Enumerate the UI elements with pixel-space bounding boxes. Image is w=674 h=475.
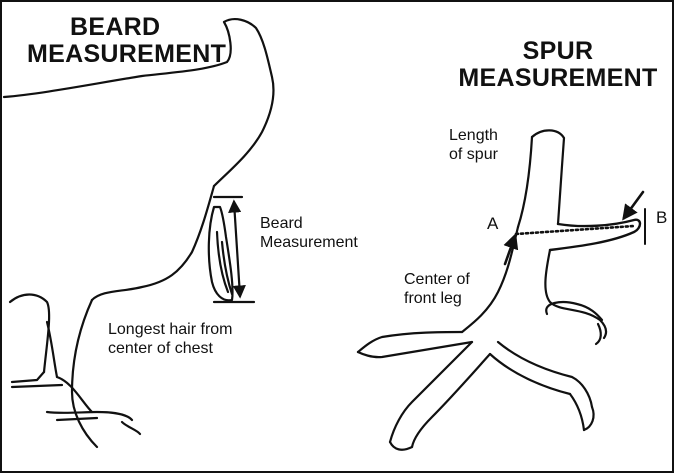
- spur-tip-arrow: [624, 192, 643, 218]
- beard-measurement-label: Beard Measurement: [260, 214, 358, 252]
- beard-title: BEARD MEASUREMENT: [27, 14, 247, 68]
- center-front-leg-label-line1: Center of: [404, 270, 470, 289]
- leg-outline: [358, 130, 640, 449]
- length-of-spur-label-line2: of spur: [449, 145, 498, 164]
- beard-measurement-label-line2: Measurement: [260, 233, 358, 252]
- longest-hair-label-line2: center of chest: [108, 339, 233, 358]
- length-of-spur-label-line1: Length: [449, 126, 498, 145]
- center-front-leg-label: Center of front leg: [404, 270, 470, 308]
- center-front-leg-label-line2: front leg: [404, 289, 470, 308]
- beard-measure-marker: [214, 197, 254, 302]
- spur-title-line2: MEASUREMENT: [448, 65, 668, 92]
- longest-hair-label-line1: Longest hair from: [108, 320, 233, 339]
- beard-title-line1: BEARD: [27, 14, 247, 41]
- beard-measurement-label-line1: Beard: [260, 214, 358, 233]
- length-of-spur-label: Length of spur: [449, 126, 498, 164]
- spur-length-line: [516, 226, 634, 234]
- point-b-label: B: [656, 208, 667, 228]
- point-a-label: A: [487, 214, 498, 234]
- beard-title-line2: MEASUREMENT: [27, 41, 247, 68]
- spur-title: SPUR MEASUREMENT: [448, 38, 668, 92]
- turkey-outline: [4, 19, 274, 447]
- longest-hair-label: Longest hair from center of chest: [108, 320, 233, 358]
- spur-title-line1: SPUR: [448, 38, 668, 65]
- beard-shape: [209, 207, 233, 300]
